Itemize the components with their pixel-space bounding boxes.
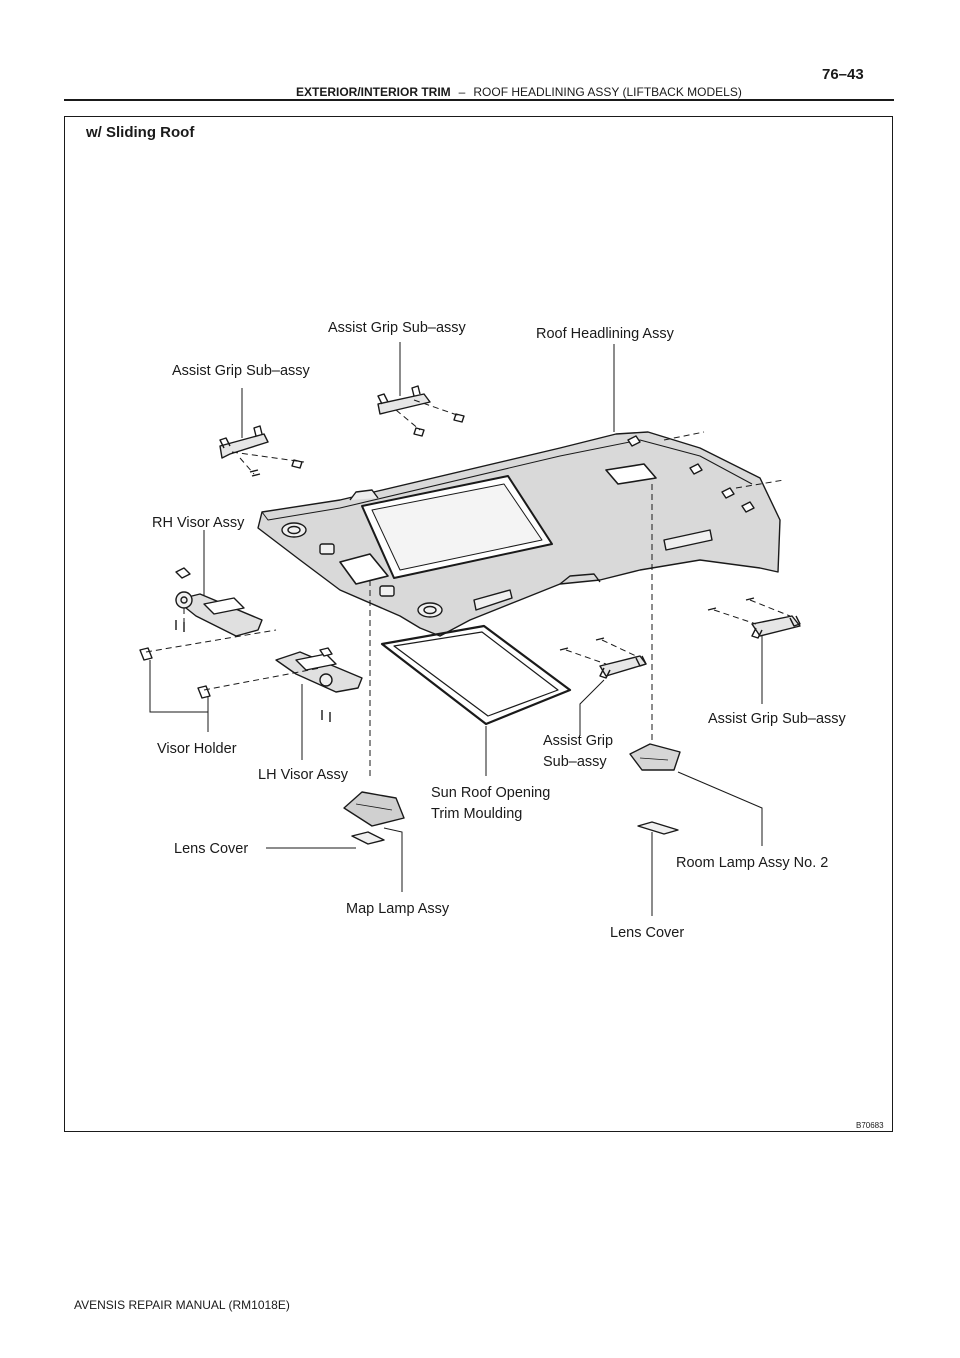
assist-grip-left-part bbox=[219, 425, 303, 477]
assist-grip-center-part bbox=[559, 637, 647, 679]
label-room-lamp: Room Lamp Assy No. 2 bbox=[676, 855, 829, 871]
label-assist-grip-left: Assist Grip Sub–assy bbox=[172, 363, 310, 379]
label-assist-grip-center-line2: Sub–assy bbox=[543, 754, 607, 771]
page-number: 76–43 bbox=[822, 66, 864, 83]
label-visor-holder: Visor Holder bbox=[157, 741, 237, 757]
assist-grip-top-part bbox=[377, 385, 465, 437]
label-assist-grip-right: Assist Grip Sub–assy bbox=[708, 711, 846, 727]
label-sunroof-trim-line1: Sun Roof Opening bbox=[431, 785, 551, 801]
room-lamp-part bbox=[629, 743, 681, 835]
label-assist-grip-center: Assist Grip Sub–assy bbox=[543, 731, 613, 773]
header-rule bbox=[64, 99, 894, 101]
leader-map-lamp bbox=[383, 827, 403, 892]
manual-footer: AVENSIS REPAIR MANUAL (RM1018E) bbox=[74, 1298, 290, 1312]
label-sunroof-trim-line2: Trim Moulding bbox=[431, 806, 523, 823]
label-assist-grip-center-line1: Assist Grip bbox=[543, 733, 614, 749]
section-title: EXTERIOR/INTERIOR TRIM bbox=[296, 85, 451, 99]
assist-grip-right-part bbox=[707, 597, 801, 639]
leader-assist-grip-center bbox=[579, 679, 605, 736]
page-header: EXTERIOR/INTERIOR TRIM–ROOF HEADLINING A… bbox=[296, 85, 742, 99]
label-map-lamp: Map Lamp Assy bbox=[346, 901, 450, 917]
header-separator: – bbox=[458, 85, 466, 99]
leader-visor-holder bbox=[149, 660, 209, 732]
label-sunroof-trim: Sun Roof Opening Trim Moulding bbox=[431, 783, 550, 825]
label-lens-cover-right: Lens Cover bbox=[610, 925, 685, 941]
label-lh-visor: LH Visor Assy bbox=[258, 767, 348, 783]
section-subtitle: ROOF HEADLINING ASSY (LIFTBACK MODELS) bbox=[473, 85, 742, 99]
rh-visor-part bbox=[175, 567, 263, 637]
roof-headlining-panel bbox=[257, 431, 781, 637]
label-roof-headlining: Roof Headlining Assy bbox=[536, 326, 674, 342]
label-rh-visor: RH Visor Assy bbox=[152, 515, 245, 531]
lh-visor-part bbox=[275, 647, 363, 722]
variant-label: w/ Sliding Roof bbox=[86, 124, 195, 141]
figure-frame bbox=[64, 116, 893, 1132]
map-lamp-part bbox=[343, 791, 405, 845]
label-assist-grip-top: Assist Grip Sub–assy bbox=[328, 320, 466, 336]
figure-id: B70683 bbox=[856, 1121, 884, 1130]
leader-room-lamp bbox=[677, 771, 763, 846]
sunroof-trim-part bbox=[380, 624, 572, 726]
label-lens-cover-left: Lens Cover bbox=[174, 841, 249, 857]
